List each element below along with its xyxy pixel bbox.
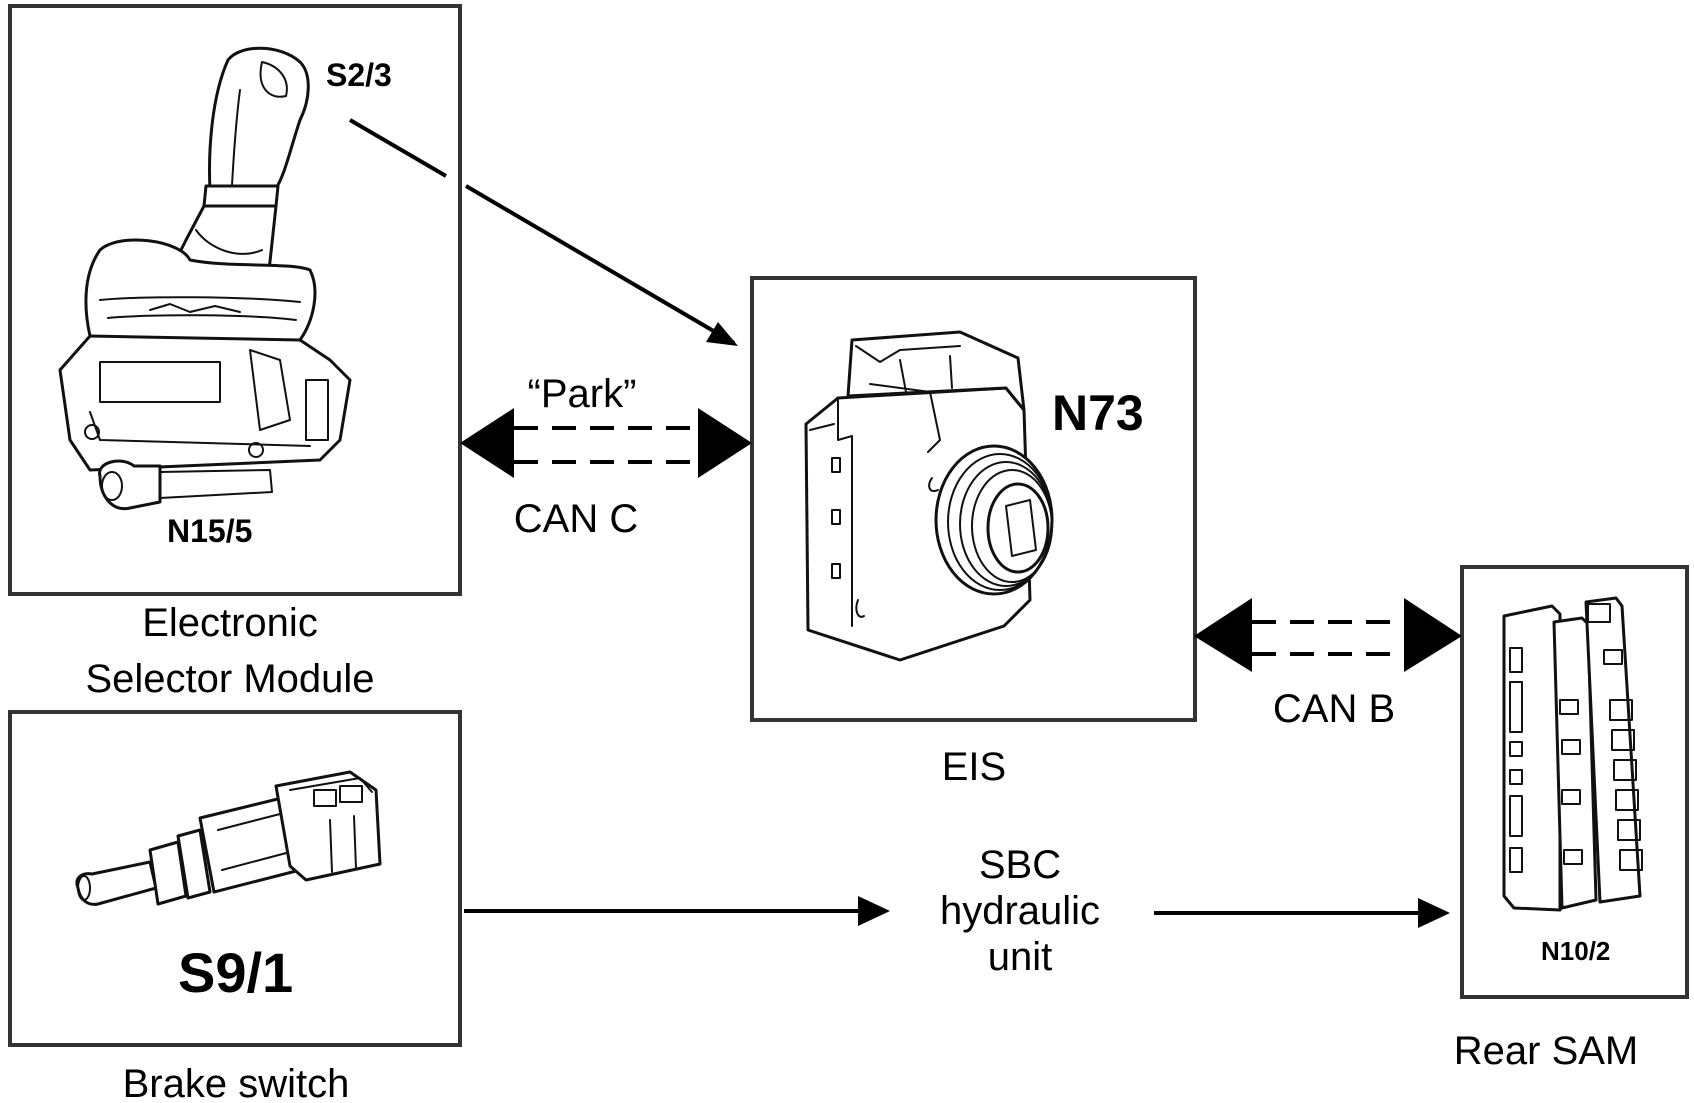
can-b-arrowhead-right [1404,598,1462,672]
fuse-box-icon [1504,598,1642,910]
can-c-signal-label: “Park” [528,372,637,416]
esm-shifter-code: S2/3 [326,57,392,93]
rear-sam-caption: Rear SAM [1454,1029,1639,1073]
can-c-arrowhead-left [460,408,514,478]
can-b-arrowhead-left [1194,598,1252,672]
esm-module: S2/3 N15/5 Electronic Selector Module [10,6,460,701]
eis-code: N73 [1052,385,1144,441]
can-c-connection: “Park” CAN C [460,372,752,541]
rear-sam-module: N10/2 Rear SAM [1454,567,1687,1073]
brake-switch-module: S9/1 Brake switch [10,712,460,1103]
sbc-label-line1: SBC [979,843,1061,887]
sbc-label-line2: hydraulic [940,889,1100,933]
eis-caption: EIS [942,745,1006,789]
esm-module-code: N15/5 [167,513,252,549]
can-c-arrowhead-right [698,408,752,478]
brake-switch-code: S9/1 [178,941,293,1004]
can-c-label: CAN C [514,497,638,541]
sbc-connection: SBC hydraulic unit [464,843,1450,979]
brake-to-sbc-arrowhead [858,896,890,926]
can-b-connection: CAN B [1194,598,1462,731]
esm-caption-line2: Selector Module [85,657,374,701]
sbc-to-rear-sam-arrowhead [1418,898,1450,928]
brake-switch-caption: Brake switch [123,1062,350,1103]
rear-sam-code: N10/2 [1541,936,1610,966]
eis-module: N73 EIS [752,278,1195,789]
esm-caption-line1: Electronic [142,601,318,645]
shifter-to-eis-line-b [466,186,734,343]
sbc-label-line3: unit [988,935,1053,979]
shifter-to-eis-arrowhead [706,322,738,346]
can-b-label: CAN B [1273,687,1395,731]
